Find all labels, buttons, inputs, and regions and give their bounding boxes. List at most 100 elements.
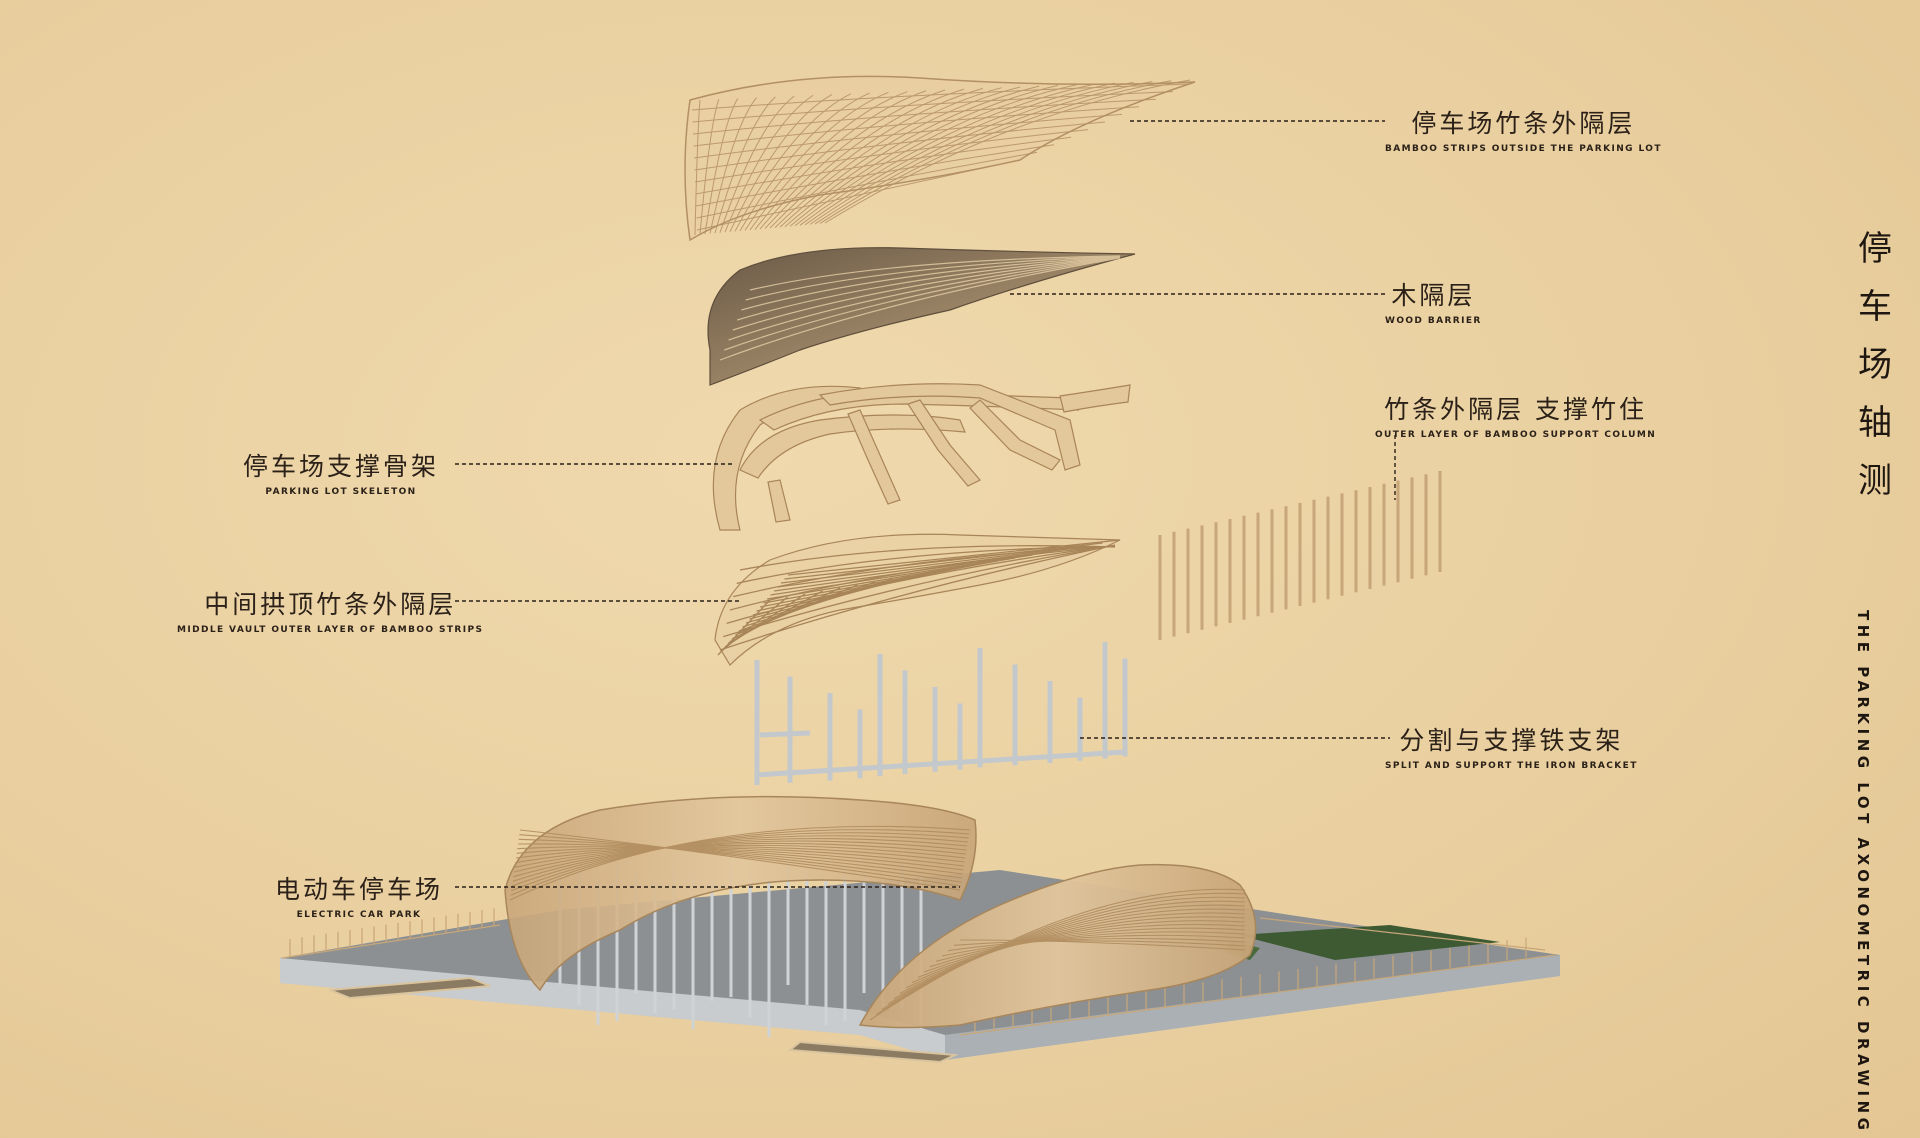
vault-strip [739,545,1116,571]
mesh-strip [804,82,1115,226]
wood-rib [736,256,1121,321]
shell-rib [516,847,964,871]
mesh-strip [819,80,1172,224]
label-outer-layer-zh: 停车场竹条外隔层 [1411,109,1636,138]
mesh-strip [799,83,1096,226]
mesh-strip [764,88,964,229]
label-car-park: 电动车停车场 ELECTRIC CAR PARK [275,870,443,920]
electric-car-park [280,795,1560,1064]
label-skeleton-en: PARKING LOT SKELETON [265,487,417,497]
label-skeleton-zh: 停车场支撑骨架 [243,452,440,481]
mesh-strip [694,99,701,236]
wood-rib [724,257,1121,351]
shell-rib [881,896,1246,1010]
wood-rib [745,255,1121,301]
wood-rib [749,255,1121,291]
label-iron-bracket: 分割与支撑铁支架 SPLIT AND SUPPORT THE IRON BRAC… [1385,721,1638,771]
shell-rib [899,908,1246,994]
shell-rib [511,832,969,892]
bamboo-strips-outer-layer [684,75,1196,242]
label-support-column-en: OUTER LAYER OF BAMBOO SUPPORT COLUMN [1375,430,1657,440]
vault-strip [763,560,998,604]
mesh-strip [696,159,1021,231]
parking-lot-skeleton [712,383,1131,531]
label-car-park-en: ELECTRIC CAR PARK [296,910,422,920]
mesh-strip [729,94,833,232]
shell-rib [510,829,970,896]
mesh-strip [692,98,1157,135]
shell-rib [517,843,963,879]
label-middle-vault: 中间拱顶竹条外隔层 MIDDLE VAULT OUTER LAYER OF BA… [177,585,483,635]
vault-strip [729,545,1116,611]
shell-rib [923,923,1246,973]
iron-beam [754,749,1126,778]
shell-rib [953,940,1246,947]
mesh-strip [719,95,795,233]
shell-rib [917,920,1246,978]
label-middle-vault-en: MIDDLE VAULT OUTER LAYER OF BAMBOO STRIP… [177,625,484,635]
leader-lines [455,120,1396,888]
shell-rib [935,931,1246,962]
mesh-strip [694,129,1089,183]
shell-rib [514,844,966,868]
wood-rib [732,256,1121,331]
fence-rail [281,924,501,959]
shell-rib [511,835,969,887]
mesh-strip [794,84,1078,227]
mesh-strip [749,91,908,231]
shell-rib [905,912,1246,989]
shell-rib [513,842,967,873]
label-iron-bracket-en: SPLIT AND SUPPORT THE IRON BRACKET [1385,761,1638,771]
mesh-strip [693,106,1140,147]
mesh-strip [779,86,1021,228]
iron-bracket [754,642,1128,785]
mesh-strip [692,91,1174,123]
wood-rib [728,256,1121,341]
mesh-strip [699,99,720,235]
wood-barrier-layer [707,247,1136,386]
fence-rail [959,954,1556,1036]
vertical-title-char: 停 [1858,229,1892,269]
vertical-title: 停 车 场 轴 测 [1855,220,1895,510]
mesh-strip [784,85,1040,228]
shell-rib [518,838,962,883]
label-wood-barrier: 木隔层 WOOD BARRIER [1385,276,1482,326]
middle-vault-bamboo-strips [714,533,1121,666]
label-car-park-zh: 电动车停车场 [275,875,444,904]
vault-strip [784,542,1103,580]
vault-strip [777,548,1068,588]
fence-rail [1259,917,1546,951]
shell-rib [941,934,1246,957]
label-support-column-zh: 竹条外隔层 支撑竹住 [1384,395,1648,424]
vault-strip [719,544,1116,651]
mesh-strip [759,89,946,230]
shell-rib [893,904,1246,1000]
mesh-strip [694,121,1106,171]
mesh-strip [769,87,983,229]
mesh-strip [704,98,739,235]
mesh-strip [789,84,1059,227]
shell-rib [959,939,1246,951]
vault-strip [766,557,1016,600]
wood-rib [741,255,1121,311]
shell-rib [513,840,967,878]
shell-rib [519,834,961,887]
vertical-title-char: 场 [1858,345,1892,385]
shell-rib [887,900,1246,1005]
shell-rib [911,916,1246,984]
shell-rib [929,927,1246,968]
vault-strip [736,546,1116,584]
vault-strip [723,544,1116,638]
mesh-strip [814,81,1153,225]
vertical-title-char: 测 [1858,461,1892,501]
mesh-strip [774,87,1002,228]
vault-strip [770,554,1033,596]
label-iron-bracket-zh: 分割与支撑铁支架 [1399,726,1624,755]
shell-rib [515,846,965,864]
iron-beam [759,730,811,738]
label-outer-layer-en: BAMBOO STRIPS OUTSIDE THE PARKING LOT [1385,144,1662,154]
mesh-strip [734,93,851,232]
mesh-strip [695,136,1072,195]
